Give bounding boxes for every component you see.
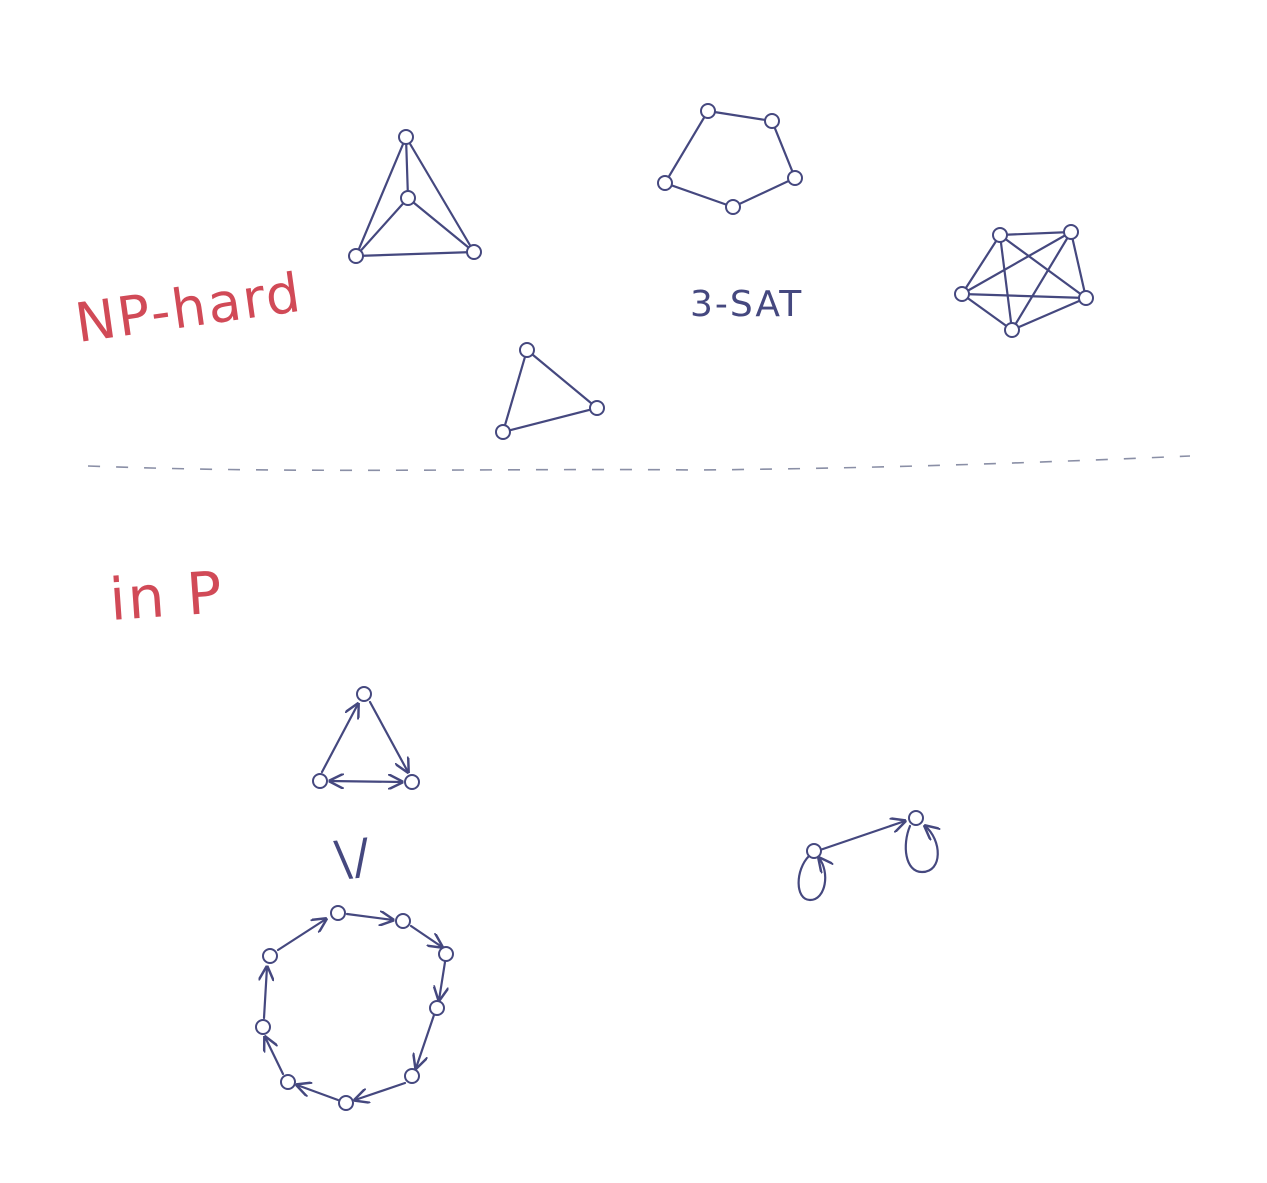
directed-edge xyxy=(320,704,358,774)
graph-directed-cycle xyxy=(255,905,454,1111)
node xyxy=(255,1019,271,1035)
node xyxy=(954,286,970,302)
directed-edge xyxy=(265,1037,285,1076)
directed-edge xyxy=(355,1081,407,1100)
edge xyxy=(960,292,1014,332)
edge xyxy=(404,135,410,200)
node xyxy=(725,199,741,215)
node xyxy=(806,843,822,859)
graph-k5 xyxy=(954,224,1094,338)
edge-cycle xyxy=(501,348,600,434)
directed-edge xyxy=(416,1013,436,1068)
node xyxy=(1078,290,1094,306)
graph-k4 xyxy=(348,129,482,264)
node xyxy=(657,175,673,191)
node xyxy=(589,400,605,416)
node xyxy=(398,129,414,145)
directed-edge xyxy=(330,781,402,782)
node xyxy=(429,1000,445,1016)
node xyxy=(280,1074,296,1090)
directed-edge xyxy=(297,1085,340,1102)
node xyxy=(1004,322,1020,338)
directed-edge xyxy=(439,960,445,1000)
edge xyxy=(998,233,1088,300)
edge xyxy=(960,292,1088,300)
node xyxy=(495,424,511,440)
node xyxy=(519,342,535,358)
edge xyxy=(354,250,476,258)
edge xyxy=(960,230,1073,296)
directed-edge xyxy=(409,924,442,947)
three-sat-label: 3-SAT xyxy=(690,284,804,325)
node xyxy=(1063,224,1079,240)
edge xyxy=(960,233,1002,296)
node xyxy=(438,946,454,962)
edge xyxy=(998,230,1073,237)
edge xyxy=(1010,230,1073,332)
node xyxy=(338,1095,354,1111)
in-p-label: in P xyxy=(107,558,227,634)
graph-triangle xyxy=(495,342,605,440)
less-equal-symbol: \/ xyxy=(332,828,375,888)
node xyxy=(908,810,924,826)
edge xyxy=(1069,230,1088,300)
node xyxy=(312,773,328,789)
node xyxy=(400,190,416,206)
node xyxy=(992,227,1008,243)
graph-directed-triangle xyxy=(312,686,420,790)
edge-cycle xyxy=(663,109,797,209)
self-loop xyxy=(904,826,938,874)
node xyxy=(330,905,346,921)
node xyxy=(356,686,372,702)
node xyxy=(700,103,716,119)
node xyxy=(466,244,482,260)
node xyxy=(404,1068,420,1084)
directed-edge xyxy=(345,914,393,920)
node xyxy=(764,113,780,129)
self-loop xyxy=(797,856,826,902)
edge xyxy=(354,196,410,258)
graph-self-loops xyxy=(797,810,938,902)
node xyxy=(787,170,803,186)
node xyxy=(404,774,420,790)
node xyxy=(262,948,278,964)
node xyxy=(395,913,411,929)
directed-edge xyxy=(368,700,408,772)
edge xyxy=(354,135,408,258)
edge xyxy=(404,135,476,254)
directed-edge xyxy=(818,821,905,852)
directed-edge xyxy=(264,967,267,1020)
edge xyxy=(406,196,476,254)
region-divider xyxy=(87,455,1191,472)
directed-edge xyxy=(276,919,326,952)
edge xyxy=(998,233,1014,332)
graph-cycle-5 xyxy=(657,103,803,215)
node xyxy=(348,248,364,264)
edge xyxy=(1010,296,1088,332)
